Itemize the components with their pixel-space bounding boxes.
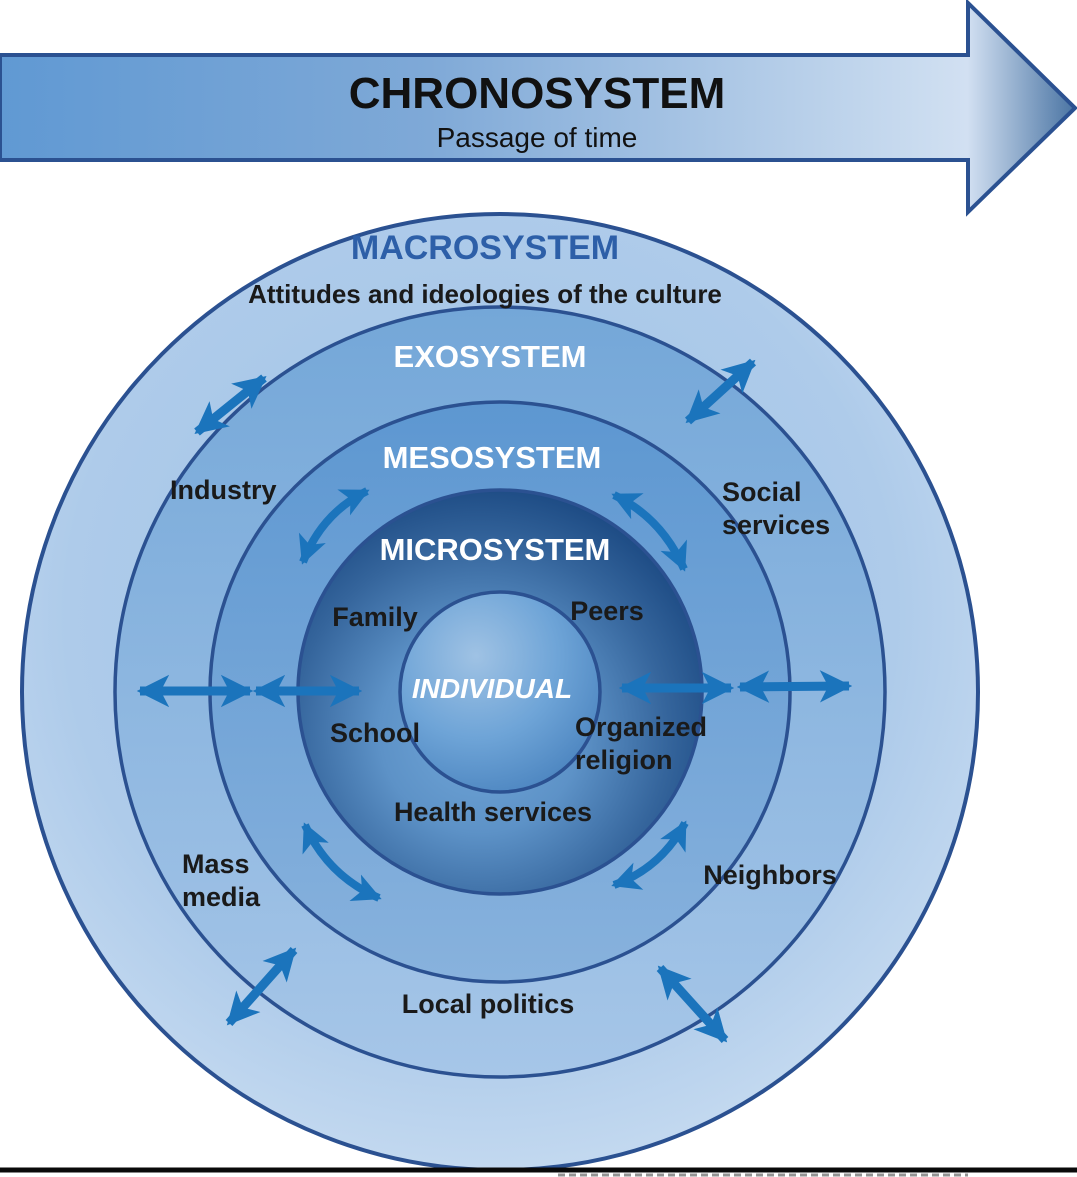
curved-arrow-top-right-icon bbox=[611, 491, 688, 572]
arrow-diagonal-top-left-icon bbox=[194, 374, 267, 436]
arrow-diagonal-top-right-icon bbox=[684, 358, 757, 425]
macrosystem-description: Attitudes and ideologies of the culture bbox=[248, 279, 722, 309]
horizontal-interaction-arrows bbox=[136, 670, 853, 708]
exosystem-label: EXOSYSTEM bbox=[394, 339, 587, 374]
label-school: School bbox=[330, 718, 420, 748]
curved-arrow-bottom-right-icon bbox=[611, 820, 689, 890]
macrosystem-label: MACROSYSTEM bbox=[351, 229, 619, 267]
label-neighbors: Neighbors bbox=[703, 860, 837, 890]
chronosystem-arrow-shape bbox=[0, 0, 1077, 217]
individual-circle bbox=[398, 590, 602, 794]
label-family: Family bbox=[332, 602, 418, 632]
label-mass-media-line1: Mass bbox=[182, 849, 250, 879]
label-local-politics: Local politics bbox=[402, 989, 575, 1019]
curved-arrow-top-left-icon bbox=[298, 487, 370, 565]
label-industry: Industry bbox=[170, 475, 277, 505]
microsystem-label: MICROSYSTEM bbox=[380, 532, 611, 567]
arrow-horizontal-right-outer-icon bbox=[736, 670, 853, 703]
curved-arrow-bottom-left-icon bbox=[301, 822, 382, 902]
curved-interaction-arrows bbox=[298, 487, 689, 902]
chronosystem-banner: CHRONOSYSTEM Passage of time bbox=[0, 0, 1077, 217]
chronosystem-subtitle: Passage of time bbox=[437, 122, 638, 153]
label-mass-media-line2: media bbox=[182, 882, 261, 912]
label-organized-religion-line1: Organized bbox=[575, 712, 707, 742]
chronosystem-title: CHRONOSYSTEM bbox=[349, 69, 725, 118]
label-peers: Peers bbox=[570, 596, 644, 626]
diagonal-interaction-arrows bbox=[194, 358, 757, 1044]
label-organized-religion-line2: religion bbox=[575, 745, 673, 775]
arrow-diagonal-bottom-right-icon bbox=[656, 964, 729, 1044]
mesosystem-label: MESOSYSTEM bbox=[383, 440, 602, 475]
label-health-services: Health services bbox=[394, 797, 592, 827]
label-social-services-line1: Social bbox=[722, 477, 802, 507]
label-social-services-line2: services bbox=[722, 510, 830, 540]
arrow-diagonal-bottom-left-icon bbox=[225, 947, 298, 1026]
individual-label: INDIVIDUAL bbox=[412, 673, 572, 704]
